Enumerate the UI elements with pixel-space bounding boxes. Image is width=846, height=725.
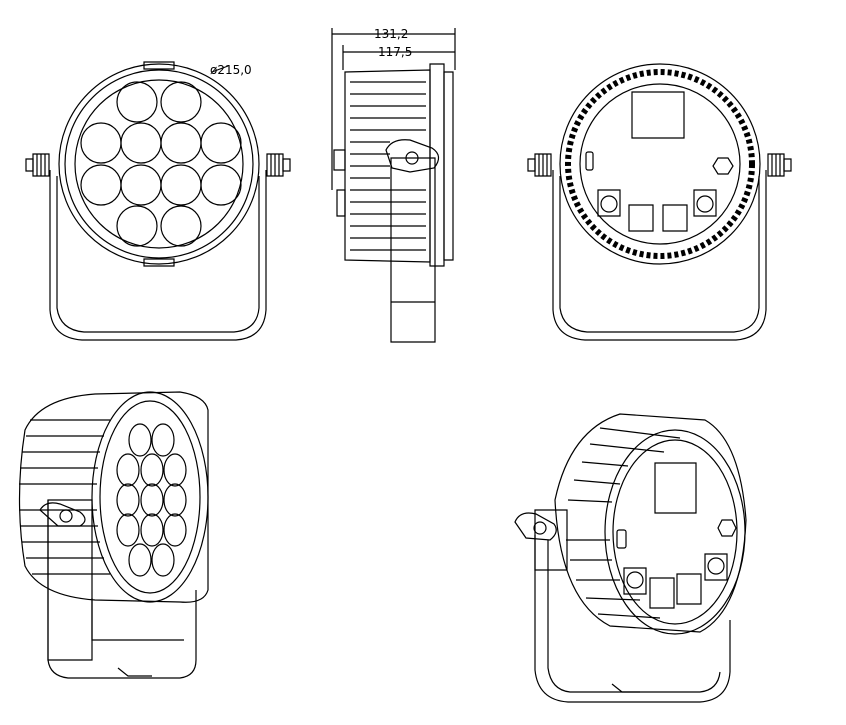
rear-housing-outer	[560, 64, 760, 264]
persp-rear-bracket-arm	[535, 510, 567, 570]
persp-rear-face	[605, 430, 745, 634]
rear-panel	[580, 84, 740, 244]
rear-view	[528, 64, 791, 340]
side-view: 131,2 117,5	[332, 27, 455, 342]
persp-front-face	[92, 392, 208, 602]
rear-perspective-view	[515, 414, 746, 702]
led-lens	[117, 206, 157, 246]
rear-label-area	[632, 92, 684, 138]
total-depth-label: 131,2	[374, 27, 408, 41]
diameter-label: ø215,0	[210, 63, 252, 77]
persp-rear-dmx-out	[705, 554, 727, 580]
front-left-knob	[26, 154, 49, 176]
side-front-lens	[444, 72, 453, 260]
side-bracket-arm	[391, 158, 435, 342]
led-lens	[161, 123, 201, 163]
persp-rear-power-in	[650, 578, 674, 608]
led-lens	[81, 165, 121, 205]
body-depth-label: 117,5	[378, 45, 412, 59]
persp-rear-yoke	[535, 535, 730, 702]
diameter-leader	[212, 66, 228, 72]
front-view: ø215,0	[26, 62, 290, 340]
led-lens	[161, 165, 201, 205]
front-top-handle	[144, 62, 174, 69]
rear-right-knob	[768, 154, 791, 176]
side-rear-box	[337, 190, 345, 216]
led-lens	[121, 165, 161, 205]
side-cooling-fins	[350, 82, 426, 250]
side-rear-connector	[334, 150, 345, 170]
persp-rear-knob	[515, 513, 556, 540]
front-perspective-view	[19, 392, 208, 678]
persp-front-body	[20, 392, 209, 602]
rear-dmx-out-connector	[694, 190, 716, 216]
rear-power-out-connector	[663, 205, 687, 231]
rear-pressure-valve	[713, 158, 733, 174]
side-knob	[386, 140, 439, 172]
persp-rear-dmx-in	[624, 568, 646, 594]
rear-fin-ring	[568, 72, 752, 256]
front-right-knob	[267, 154, 290, 176]
side-front-bezel	[430, 64, 444, 266]
persp-front-knob	[40, 503, 85, 526]
rear-fuse-holder	[586, 152, 593, 170]
rear-left-knob	[528, 154, 551, 176]
persp-rear-label-area	[655, 463, 696, 513]
led-lens	[121, 123, 161, 163]
rear-yoke	[553, 170, 766, 340]
front-lens-plate	[75, 80, 243, 248]
persp-front-lenses	[117, 424, 186, 576]
front-bottom-handle	[144, 259, 174, 266]
rear-dmx-in-connector	[598, 190, 620, 216]
led-lens	[161, 206, 201, 246]
front-yoke-inner	[57, 176, 259, 332]
front-housing-ring	[65, 70, 253, 258]
front-led-lenses	[81, 82, 241, 246]
persp-rear-fins	[566, 428, 680, 618]
led-lens	[117, 82, 157, 122]
led-lens	[201, 123, 241, 163]
led-lens	[161, 82, 201, 122]
persp-rear-power-out	[677, 574, 701, 604]
front-housing-outer	[59, 64, 259, 264]
rear-power-in-connector	[629, 205, 653, 231]
led-lens	[201, 165, 241, 205]
persp-rear-pressure-valve	[718, 520, 736, 536]
persp-rear-fuse-holder	[617, 530, 626, 548]
led-lens	[81, 123, 121, 163]
front-yoke	[50, 170, 266, 340]
persp-front-fins	[19, 420, 110, 574]
persp-front-yoke	[48, 500, 196, 678]
persp-front-bracket-arm	[48, 500, 92, 660]
